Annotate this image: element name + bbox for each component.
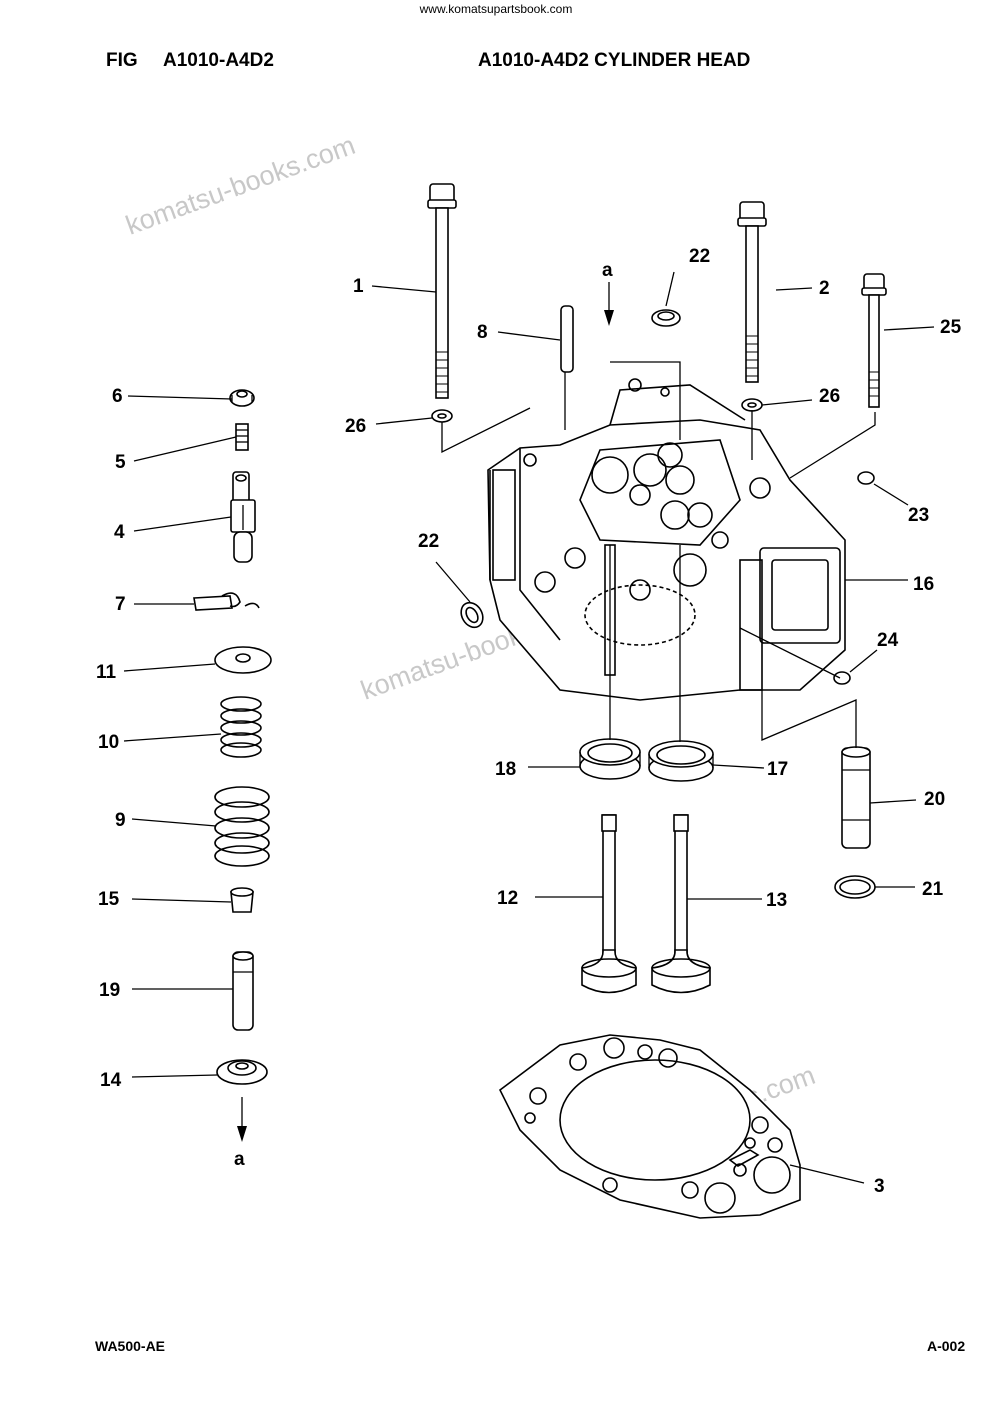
part-19-valve-guide [232, 951, 254, 1031]
reference-arrow-a-top: a [602, 260, 614, 326]
part-9-outer-spring [214, 786, 270, 867]
part-22-seal-ring [651, 309, 681, 327]
callout-8: 8 [477, 322, 488, 343]
callout-20: 20 [924, 789, 945, 810]
part-4-crosshead [230, 471, 256, 563]
callout-22: 22 [689, 246, 710, 267]
part-13-exhaust-valve [651, 814, 711, 994]
page-number: A-002 [927, 1338, 966, 1354]
fig-label: FIG [106, 50, 138, 71]
callout-19: 19 [99, 980, 120, 1001]
leader-lines [123, 271, 935, 1184]
part-26-washer [431, 409, 453, 423]
callout-1: 1 [353, 276, 364, 297]
part-14-valve-seal [216, 1059, 268, 1085]
part-22-seal-ring [460, 601, 484, 629]
part-7-clip [193, 592, 260, 611]
callout-11: 11 [96, 662, 117, 683]
callout-3: 3 [874, 1176, 885, 1197]
part-20-nozzle-sleeve [841, 746, 871, 849]
watermark: komatsu-books.com [122, 130, 359, 241]
callout-17: 17 [767, 759, 788, 780]
callout-12: 12 [497, 888, 518, 909]
part-15-valve-cotter [230, 887, 254, 913]
part-2-head-bolt [737, 201, 767, 383]
part-23-plug [857, 471, 875, 485]
part-3-head-gasket [498, 1034, 801, 1219]
part-8-dowel-pin [560, 305, 574, 373]
callout-10: 10 [98, 732, 119, 753]
fig-code: A1010-A4D2 [163, 50, 274, 71]
page-title: A1010-A4D2 CYLINDER HEAD [478, 50, 751, 71]
part-24-plug [833, 671, 851, 685]
callout-22: 22 [418, 531, 439, 552]
callout-23: 23 [908, 505, 929, 526]
callout-14: 14 [100, 1070, 122, 1091]
part-18-valve-seat-insert [579, 738, 641, 780]
callout-18: 18 [495, 759, 516, 780]
model-number: WA500-AE [95, 1338, 166, 1354]
callout-9: 9 [115, 810, 126, 831]
callout-15: 15 [98, 889, 120, 910]
callout-26: 26 [345, 416, 366, 437]
part-25-bolt [861, 273, 887, 408]
callout-26: 26 [819, 386, 840, 407]
callout-21: 21 [922, 879, 944, 900]
ref-label-a: a [234, 1149, 245, 1170]
callout-24: 24 [877, 630, 899, 651]
part-21-o-ring [834, 875, 876, 899]
part-12-intake-valve [581, 814, 637, 994]
source-url: www.komatsupartsbook.com [419, 2, 573, 16]
callout-16: 16 [913, 574, 934, 595]
callout-6: 6 [112, 386, 123, 407]
callout-13: 13 [766, 890, 787, 911]
part-11-spring-retainer [214, 646, 272, 674]
part-16-cylinder-head [487, 378, 846, 701]
part-17-valve-seat-insert [648, 740, 714, 782]
callout-5: 5 [115, 452, 126, 473]
reference-arrow-a-bottom: a [234, 1097, 247, 1170]
part-1-head-bolt [427, 183, 457, 399]
ref-label-a: a [602, 260, 613, 281]
callout-7: 7 [115, 594, 126, 615]
part-6-adjust-nut [229, 389, 255, 407]
callout-25: 25 [940, 317, 962, 338]
callout-2: 2 [819, 278, 830, 299]
part-26-washer [741, 398, 763, 412]
part-5-adjust-screw [235, 423, 249, 451]
callout-4: 4 [114, 522, 125, 543]
part-10-inner-spring [220, 696, 262, 758]
